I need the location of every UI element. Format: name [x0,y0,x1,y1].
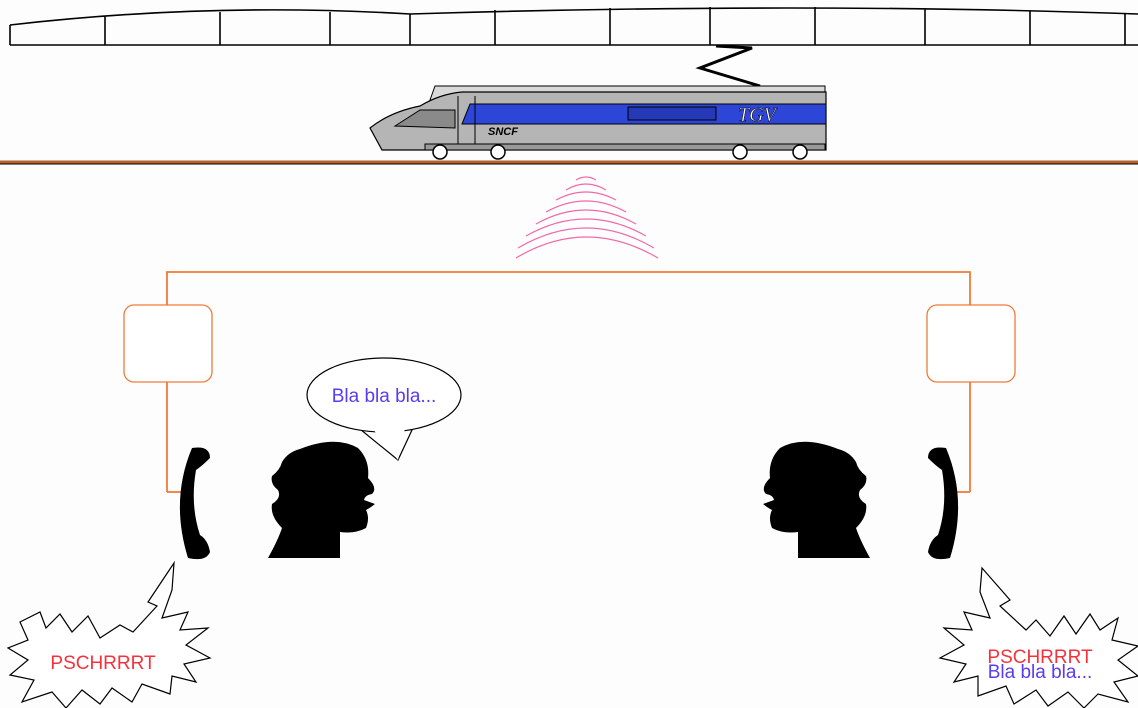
electromagnetic-waves [516,177,658,258]
left-caller-head [268,442,375,558]
catenary [10,7,1138,45]
left-junction-box [124,305,212,382]
catenary-droppers [10,7,1125,45]
tgv-train: TGV SNCF [370,86,826,159]
sncf-logo: SNCF [488,126,518,138]
right-phone-receiver [928,447,958,559]
right-noise-burst: PSCHRRRT Bla bla bla... [940,568,1138,708]
pantograph [700,46,760,86]
tgv-logo: TGV [738,104,779,126]
train-window-band [628,107,716,120]
right-listener-head [763,442,870,558]
left-phone-receiver [180,447,210,559]
left-noise-burst: PSCHRRRT [8,563,210,708]
catenary-messenger-wire [10,8,1138,25]
speech-bubble-text: Bla bla bla... [332,386,437,407]
right-junction-box [927,305,1015,382]
right-speech-text: Bla bla bla... [988,662,1093,683]
left-noise-text: PSCHRRRT [50,653,156,674]
